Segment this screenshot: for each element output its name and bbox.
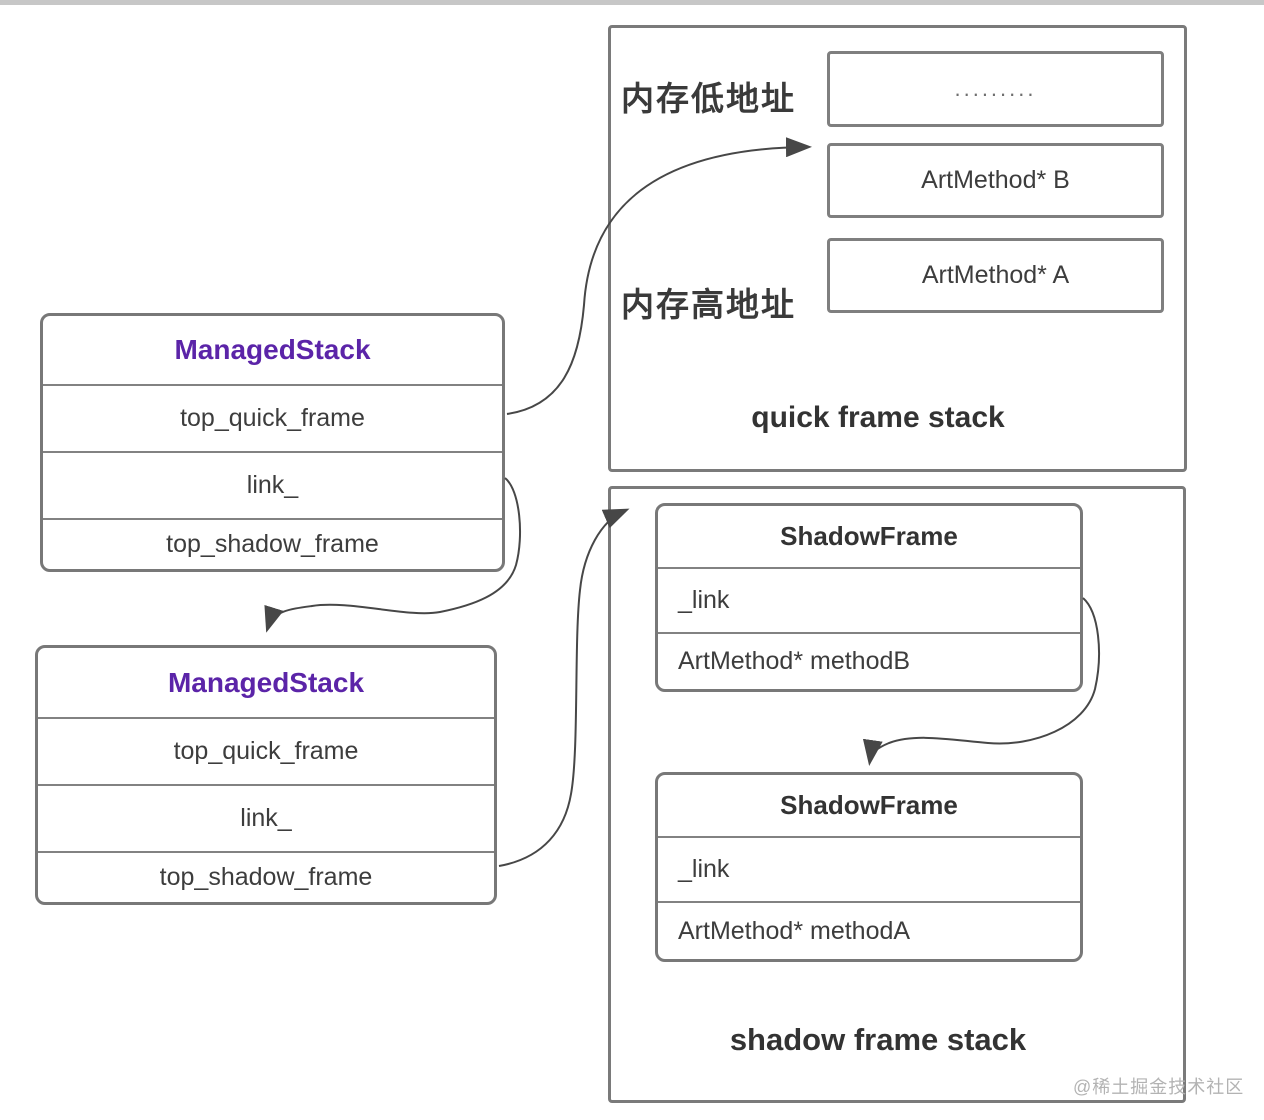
page-top-strip [0,0,1264,5]
artmethod-a-text: ArtMethod* A [921,261,1070,289]
memory-high-address-label: 内存高地址 [621,286,796,323]
managed-stack-1-row-top-quick-frame: top_quick_frame [43,384,502,451]
managed-stack-2-row-link: link_ [38,784,494,851]
arrow-top-shadow-frame-to-shadow-frame-1 [498,508,630,867]
shadow-frame-2-row-artmethod-a: ArtMethod* methodA [658,901,1080,959]
managed-stack-2-title: ManagedStack [167,666,365,698]
shadow-frame-2-row-link: _link [658,836,1080,901]
quick-frame-stack-title: quick frame stack [751,401,1005,434]
managed-stack-1-row-top-shadow-frame: top_shadow_frame [43,518,502,569]
shadow-frame-2-title: ShadowFrame [780,790,958,820]
shadow-frame-1-title: ShadowFrame [780,521,958,551]
quick-stack-cell-artmethod-a: ArtMethod* A [827,238,1164,313]
artmethod-b-text: ArtMethod* B [921,166,1070,194]
watermark: @稀土掘金技术社区 [1073,1077,1245,1097]
managed-stack-1-row-link: link_ [43,451,502,518]
shadow-frame-1-row-link: _link [658,567,1080,632]
quick-stack-cell-artmethod-b: ArtMethod* B [827,143,1164,218]
ellipsis-text: ......... [954,76,1037,101]
shadow-frame-1-row-artmethod-b: ArtMethod* methodB [658,632,1080,689]
shadow-frame-stack-title: shadow frame stack [729,1022,1027,1057]
managed-stack-2: ManagedStack top_quick_frame link_ top_s… [35,645,497,905]
quick-stack-dots-cell: ......... [827,51,1164,127]
managed-stack-2-row-top-shadow-frame: top_shadow_frame [38,851,494,902]
managed-stack-2-row-top-quick-frame: top_quick_frame [38,717,494,784]
managed-stack-1-title: ManagedStack [174,334,371,365]
memory-low-address-label: 内存低地址 [621,80,796,117]
shadow-frame-2: ShadowFrame _link ArtMethod* methodA [655,772,1083,962]
shadow-frame-1: ShadowFrame _link ArtMethod* methodB [655,503,1083,692]
managed-stack-1: ManagedStack top_quick_frame link_ top_s… [40,313,505,572]
